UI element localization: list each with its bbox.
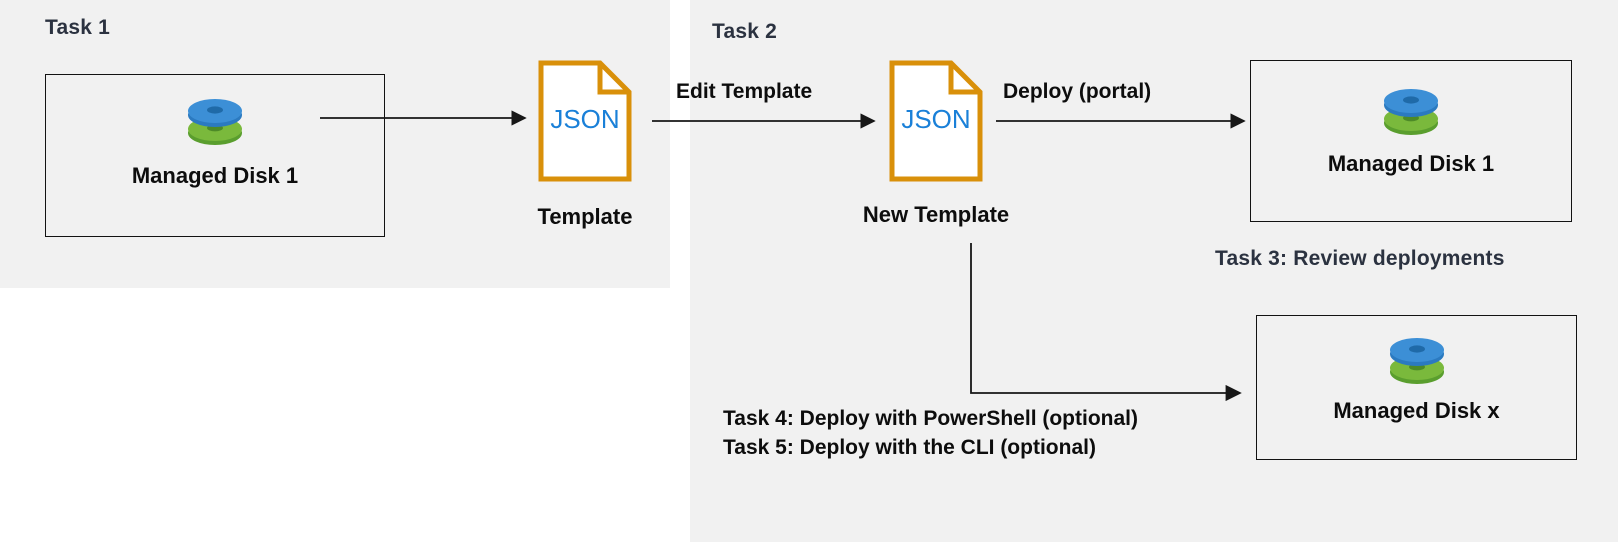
task1-heading: Task 1 bbox=[45, 16, 111, 39]
template-caption: Template bbox=[537, 204, 633, 229]
task2-heading: Task 2 bbox=[712, 20, 778, 43]
export-template-arrow bbox=[320, 110, 527, 126]
new-template-json-card: JSON bbox=[889, 60, 983, 182]
edit-template-label: Edit Template bbox=[676, 80, 813, 103]
managed-disk-x-label: Managed Disk x bbox=[1333, 398, 1500, 423]
managed-disk-1-source-box: Managed Disk 1 bbox=[45, 74, 385, 237]
new-template-json-text: JSON bbox=[901, 104, 971, 134]
deploy-portal-arrow bbox=[996, 113, 1246, 129]
task2-panel bbox=[690, 0, 1618, 542]
task5-note: Task 5: Deploy with the CLI (optional) bbox=[723, 436, 1096, 459]
deploy-script-elbow-arrow bbox=[970, 243, 1242, 402]
managed-disk-icon bbox=[1386, 332, 1448, 395]
task3-heading: Task 3: Review deployments bbox=[1215, 247, 1505, 270]
new-template-caption: New Template bbox=[862, 202, 1010, 227]
deploy-portal-label: Deploy (portal) bbox=[1003, 80, 1152, 103]
managed-disk-1-source-label: Managed Disk 1 bbox=[131, 163, 299, 188]
managed-disk-icon bbox=[184, 93, 246, 156]
json-file-icon bbox=[889, 60, 983, 182]
json-file-icon bbox=[538, 60, 632, 182]
template-json-text: JSON bbox=[550, 104, 620, 134]
template-json-card: JSON bbox=[538, 60, 632, 182]
managed-disk-1-deployed-box: Managed Disk 1 bbox=[1250, 60, 1572, 222]
managed-disk-1-deployed-label: Managed Disk 1 bbox=[1327, 151, 1495, 176]
managed-disk-icon bbox=[1380, 83, 1442, 146]
edit-template-arrow bbox=[652, 113, 876, 129]
managed-disk-x-box: Managed Disk x bbox=[1256, 315, 1577, 460]
task4-note: Task 4: Deploy with PowerShell (optional… bbox=[723, 407, 1138, 430]
